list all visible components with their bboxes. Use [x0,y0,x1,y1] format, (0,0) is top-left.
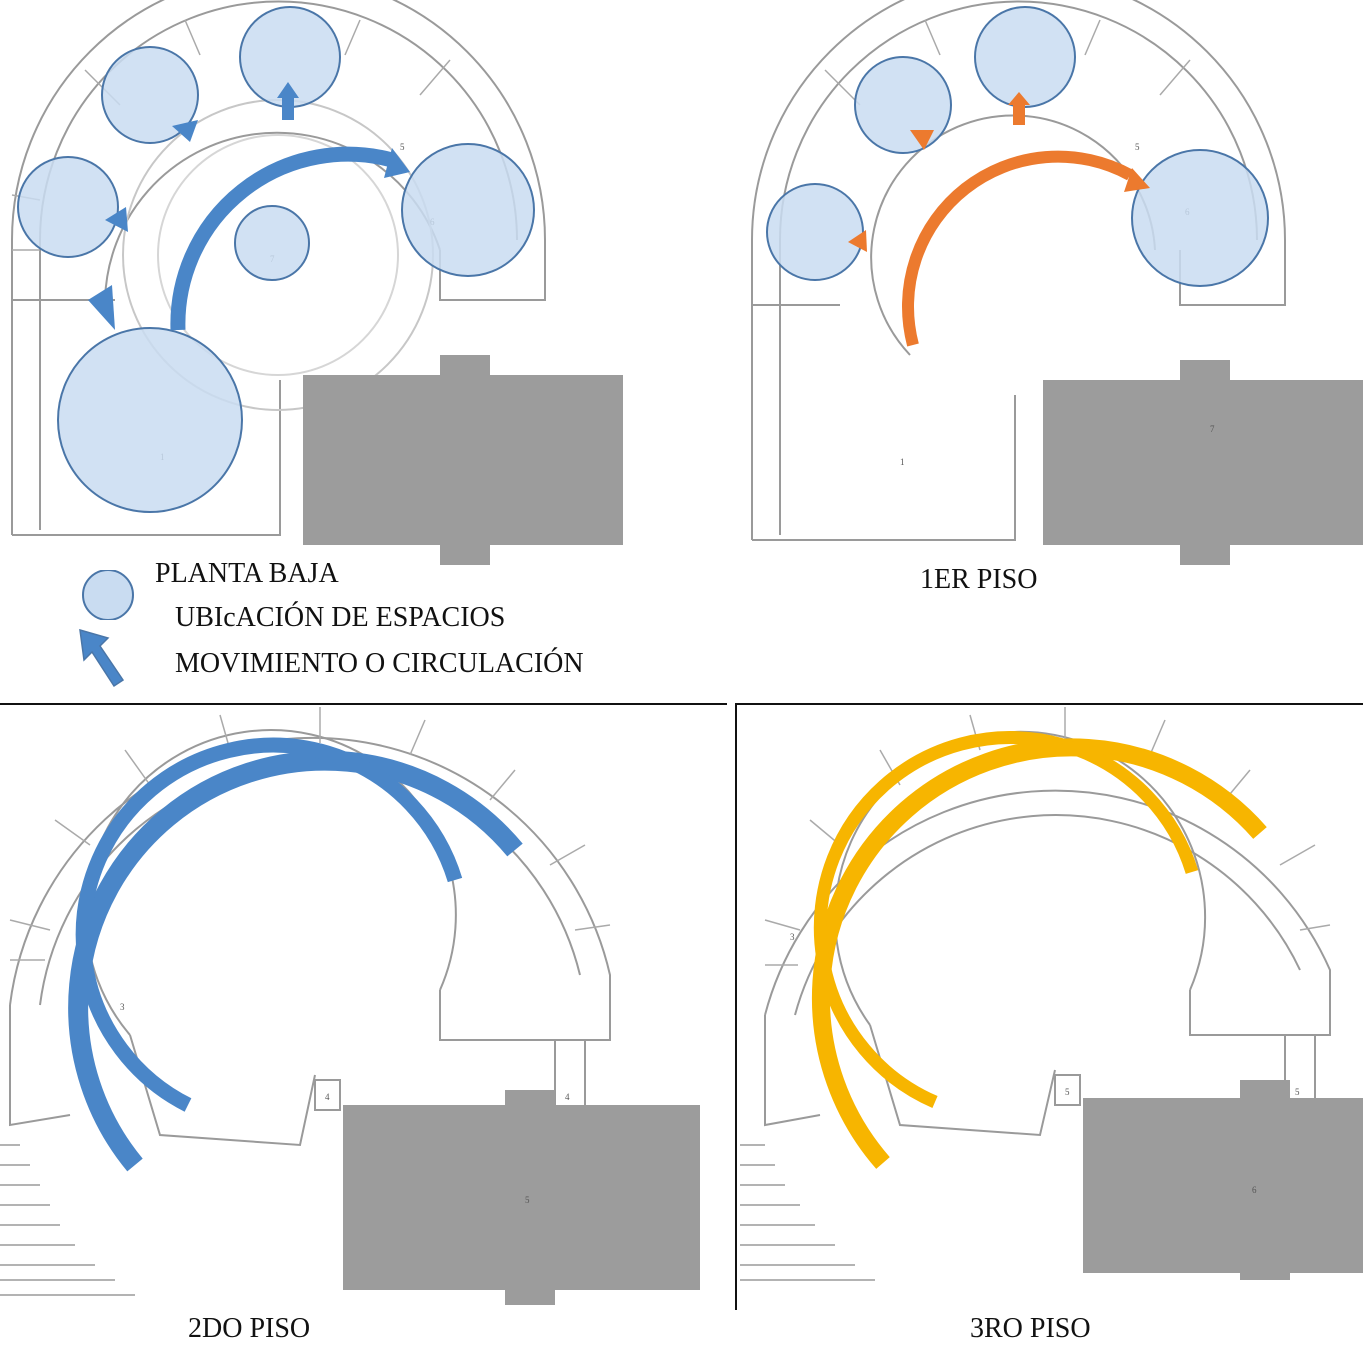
space-circle [101,46,199,144]
floor-outline [764,730,1331,1137]
divider-horizontal-left [0,703,727,705]
plan-3ro-piso: 1 3 5 5 6 [740,707,1363,1281]
panel-1er-piso: 1 5 6 7 1ER PISO [740,0,1363,700]
arrow-icon [105,207,128,232]
space-circle [1131,149,1269,287]
arrow-icon [910,130,934,150]
room-number: 6 [1252,1185,1257,1195]
arrow-stem [282,98,294,120]
legend-spaces-label: UBIcACIÓN DE ESPACIOS [175,602,506,633]
room-number: 5 [400,142,405,152]
room-number: 5 [1295,1087,1300,1097]
circulation-arrows [848,92,1150,252]
bridge [554,1039,586,1116]
panel-2do-piso: 1 3 4 4 5 2DO PISO [0,705,730,1360]
divider-horizontal-right [735,703,1363,705]
annex-core [505,1090,555,1305]
space-circle [974,6,1076,108]
panel-title: 3RO PISO [970,1313,1091,1344]
arrow-stem [1013,105,1025,125]
panel-planta-baja: 1 5 6 7 PLANTA BAJA UBIcACIÓN DE ESPACIO… [0,0,700,700]
space-legend-icon [82,570,134,620]
plan-2do-piso: 1 3 4 4 5 [0,707,700,1305]
circulation-band-inner [813,731,1199,1108]
annex-core [440,355,490,565]
annex-core [1240,1080,1290,1280]
space-circle [854,56,952,154]
arrow-icon [277,82,299,98]
room-number: 3 [790,932,795,942]
plan-planta-baja: 1 5 6 7 [11,0,623,565]
circulation-band-outer [812,738,1267,1169]
floor-outline [751,0,1286,541]
room-number: 1 [900,457,905,467]
arrow-icon [88,285,115,330]
circulation-arrows [88,82,410,330]
room-number: 3 [120,1002,125,1012]
room-number: 5 [525,1195,530,1205]
divider-vertical [735,703,737,1310]
plan-1er-piso: 1 5 6 7 [751,0,1363,565]
circulation-arc [170,146,394,331]
staircase-fringe [0,1144,135,1296]
space-markers [766,6,1269,287]
space-circle [17,156,119,258]
annex-core [1180,360,1230,565]
legend-circulation-label: MOVIMIENTO O CIRCULACIÓN [175,648,584,679]
panel-title: 1ER PISO [920,564,1038,595]
room-number: 4 [565,1092,570,1102]
room-number: 5 [1065,1087,1070,1097]
room-number: 7 [1210,424,1215,434]
room-number: 5 [1135,142,1140,152]
arrow-icon [1124,168,1150,192]
space-circle [234,205,310,281]
circulation-arc [902,150,1133,347]
circulation-band-outer [68,750,523,1172]
panel-title: 2DO PISO [188,1313,311,1344]
bridge [1054,1074,1081,1106]
staircase-fringe [740,1144,875,1281]
arrow-icon [172,120,198,142]
partitions [824,19,1191,106]
space-circle [401,143,535,277]
space-circle [57,327,243,513]
arrow-icon [848,230,867,252]
space-markers [17,6,535,513]
panel-3ro-piso: 1 3 5 5 6 3RO PISO [740,705,1363,1360]
arrow-icon [1008,92,1030,105]
arrow-icon [384,148,410,178]
circulation-band-inner [75,737,463,1112]
arrow-legend-icon [79,628,125,688]
annex-building [1083,1098,1363,1273]
panel-title: PLANTA BAJA [155,558,339,589]
space-circle [766,183,864,281]
room-number: 4 [325,1092,330,1102]
bridge [314,1079,341,1111]
